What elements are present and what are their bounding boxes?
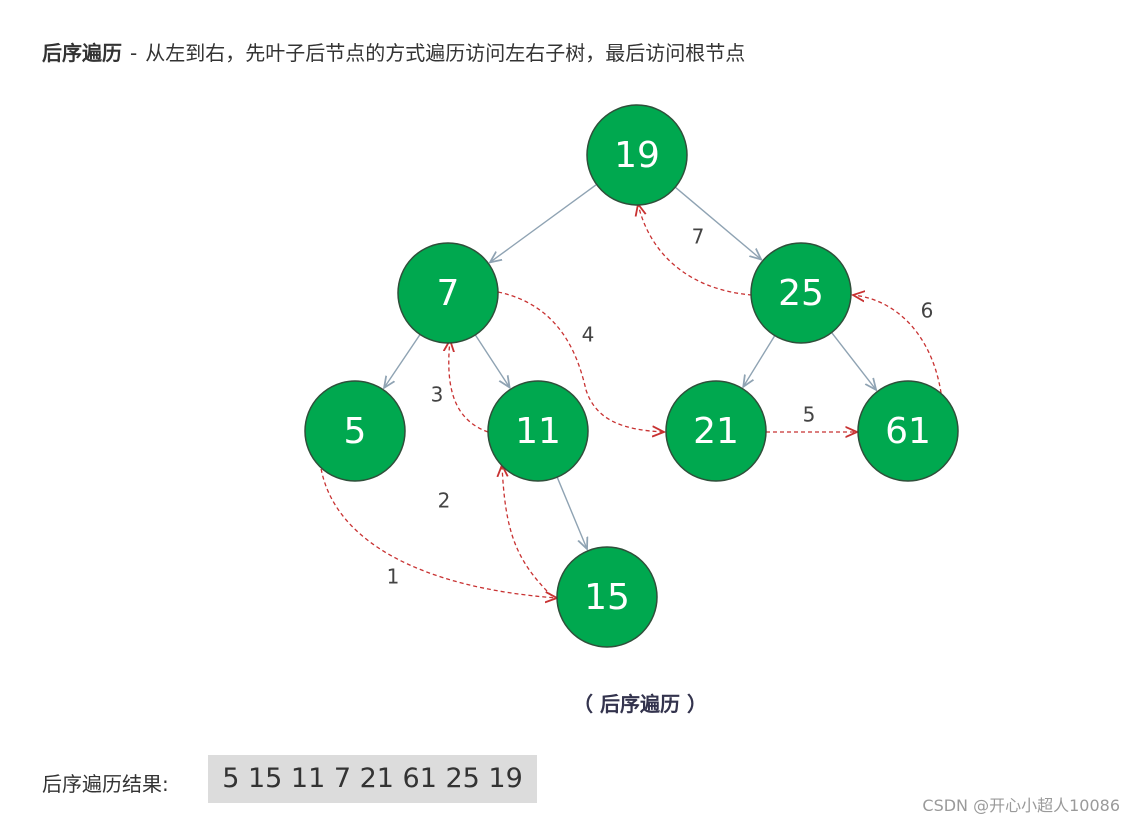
tree-node-value: 11 xyxy=(515,411,561,452)
tree-node-circle xyxy=(304,380,406,482)
traversal-arrow-3 xyxy=(449,340,489,433)
tree-edge-n25-n61 xyxy=(831,332,876,390)
tree-node-circle xyxy=(857,380,959,482)
tree-node-7: 7 xyxy=(397,242,499,344)
tree-node-circle xyxy=(397,242,499,344)
tree-edge-n25-n21 xyxy=(743,335,776,387)
tree-edge-n7-n11 xyxy=(474,334,509,388)
traversal-step-label-2: 2 xyxy=(438,489,451,513)
tree-node-25: 25 xyxy=(750,242,852,344)
tree-node-value: 61 xyxy=(885,411,931,452)
tree-node-circle xyxy=(665,380,767,482)
result-value: 5 15 11 7 21 61 25 19 xyxy=(208,755,537,803)
tree-node-value: 25 xyxy=(778,273,824,314)
heading: 后序遍历-从左到右，先叶子后节点的方式遍历访问左右子树，最后访问根节点 xyxy=(42,38,745,68)
tree-node-value: 5 xyxy=(344,411,367,452)
tree-node-61: 61 xyxy=(857,380,959,482)
diagram-caption: （ 后序遍历 ） xyxy=(573,692,707,716)
traversal-arrow-1 xyxy=(319,461,557,598)
traversal-step-label-1: 1 xyxy=(387,565,400,589)
traversal-step-label-4: 4 xyxy=(582,323,595,347)
tree-node-5: 5 xyxy=(304,380,406,482)
tree-edge-n7-n5 xyxy=(384,334,421,387)
tree-node-value: 7 xyxy=(437,273,460,314)
traversal-step-label-6: 6 xyxy=(921,299,934,323)
tree-node-circle xyxy=(487,380,589,482)
tree-node-value: 15 xyxy=(584,577,630,618)
result-label: 后序遍历结果: xyxy=(42,772,169,796)
traversal-arrow-7 xyxy=(638,204,753,296)
heading-description: 从左到右，先叶子后节点的方式遍历访问左右子树，最后访问根节点 xyxy=(145,41,746,65)
tree-node-15: 15 xyxy=(556,546,658,648)
heading-term: 后序遍历 xyxy=(42,41,122,65)
tree-node-21: 21 xyxy=(665,380,767,482)
traversal-step-label-3: 3 xyxy=(431,383,444,407)
tree-edge-n11-n15 xyxy=(556,476,587,549)
traversal-arrow-4 xyxy=(497,291,664,432)
tree-node-circle xyxy=(750,242,852,344)
watermark: CSDN @开心小超人10086 xyxy=(922,796,1120,815)
tree-node-value: 21 xyxy=(693,411,739,452)
tree-node-19: 19 xyxy=(586,104,688,206)
traversal-arrow-2 xyxy=(502,465,553,597)
tree-edge-n19-n25 xyxy=(674,186,761,259)
heading-separator: - xyxy=(130,41,138,65)
traversal-step-label-7: 7 xyxy=(692,225,705,249)
traversal-step-label-5: 5 xyxy=(803,403,816,427)
tree-node-circle xyxy=(586,104,688,206)
tree-edge-n19-n7 xyxy=(490,183,598,262)
traversal-arrow-6 xyxy=(853,295,943,401)
tree-node-value: 19 xyxy=(614,135,660,176)
tree-node-11: 11 xyxy=(487,380,589,482)
tree-node-circle xyxy=(556,546,658,648)
